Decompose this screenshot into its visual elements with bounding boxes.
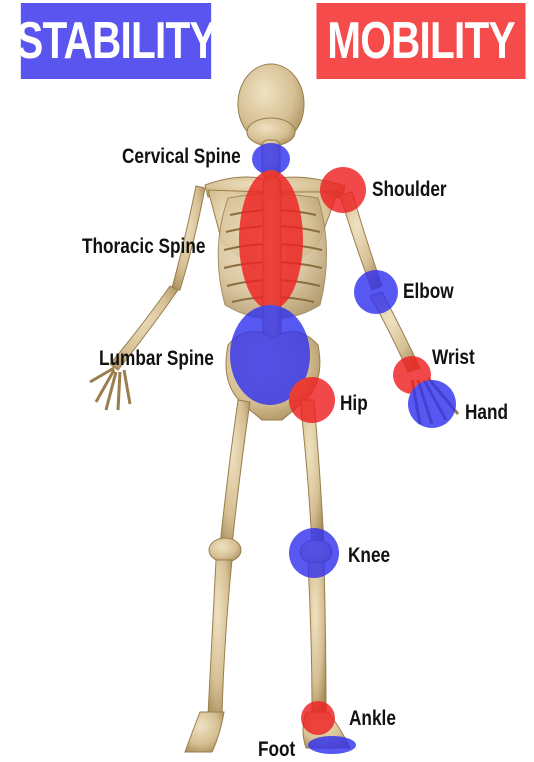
label-hand: Hand: [465, 401, 508, 425]
thoracic-spine-marker: [239, 170, 303, 310]
left-hand: [90, 368, 130, 410]
hip-marker: [289, 377, 335, 423]
left-tibia: [208, 560, 232, 715]
knee-marker: [289, 528, 339, 578]
label-hip: Hip: [340, 392, 368, 416]
label-foot: Foot: [258, 738, 295, 762]
label-shoulder: Shoulder: [372, 178, 447, 202]
left-foot: [185, 712, 224, 752]
left-femur: [220, 400, 250, 545]
label-ankle: Ankle: [349, 707, 396, 731]
label-cervical-spine: Cervical Spine: [122, 145, 241, 169]
foot-marker: [308, 736, 356, 754]
hand-marker: [408, 380, 456, 428]
ankle-marker: [301, 701, 335, 735]
label-elbow: Elbow: [403, 280, 454, 304]
label-lumbar-spine: Lumbar Spine: [99, 347, 214, 371]
label-thoracic-spine: Thoracic Spine: [82, 235, 205, 259]
right-tibia: [308, 562, 326, 712]
label-knee: Knee: [348, 544, 390, 568]
label-wrist: Wrist: [432, 346, 475, 370]
shoulder-marker: [320, 167, 366, 213]
elbow-marker: [354, 270, 398, 314]
joint-overlays: [230, 143, 456, 754]
